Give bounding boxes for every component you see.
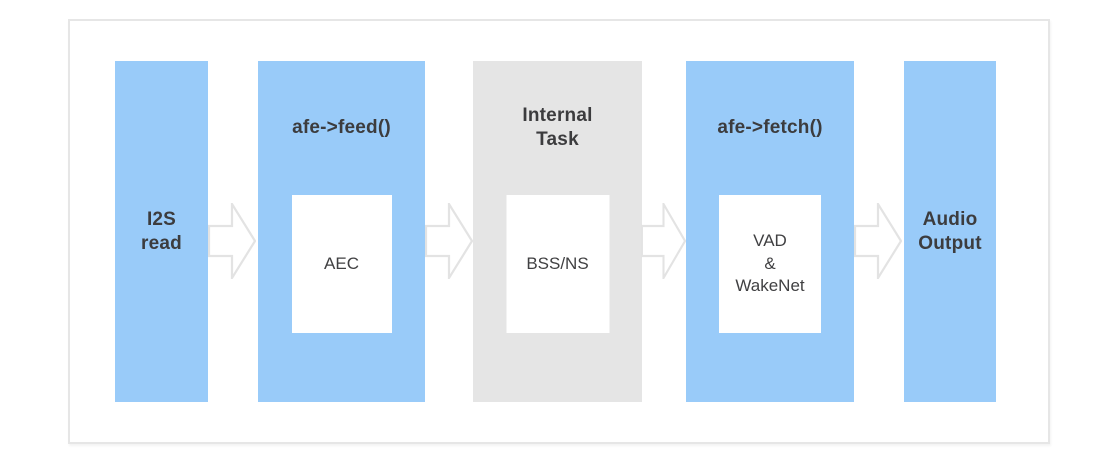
block-audio-output: Audio Output <box>904 61 996 402</box>
inner-box-vad-wakenet-label: VAD & WakeNet <box>735 230 804 299</box>
inner-box-bss-ns-label: BSS/NS <box>526 253 589 273</box>
right-arrow-icon <box>425 203 473 279</box>
block-audio-output-label: Audio Output <box>918 208 981 256</box>
block-afe-fetch: afe->fetch() VAD & WakeNet <box>686 61 854 402</box>
inner-box-aec-label: AEC <box>324 253 359 273</box>
inner-box-bss-ns: BSS/NS <box>506 195 609 333</box>
label-line: I2S <box>146 208 177 230</box>
label-line: VAD <box>753 230 787 250</box>
inner-box-vad-wakenet: VAD & WakeNet <box>719 195 821 333</box>
block-internal-task-label-area: Internal Task <box>473 61 642 195</box>
inner-box-aec: AEC <box>291 195 392 333</box>
block-i2s-read: I2S read <box>115 61 208 402</box>
label-line: Audio <box>922 208 978 230</box>
diagram-frame: I2S read afe->feed() AEC Internal Task <box>68 19 1050 444</box>
label-line: read <box>141 232 182 254</box>
label-line: Internal <box>522 105 593 127</box>
block-afe-feed-label-area: afe->feed() <box>258 61 425 195</box>
label-line: & <box>764 253 776 273</box>
block-afe-fetch-label-area: afe->fetch() <box>686 61 854 195</box>
block-internal-task-label: Internal Task <box>522 104 592 152</box>
block-internal-task: Internal Task BSS/NS <box>473 61 642 402</box>
right-arrow-icon <box>854 203 902 279</box>
right-arrow-icon <box>641 203 686 279</box>
label-line: WakeNet <box>735 276 805 296</box>
label-line: Task <box>536 129 579 150</box>
label-line: Output <box>918 232 982 254</box>
block-i2s-read-label: I2S read <box>141 208 182 256</box>
right-arrow-icon <box>208 203 256 279</box>
block-afe-feed: afe->feed() AEC <box>258 61 425 402</box>
block-afe-feed-label: afe->feed() <box>292 117 391 139</box>
block-afe-fetch-label: afe->fetch() <box>717 117 823 139</box>
